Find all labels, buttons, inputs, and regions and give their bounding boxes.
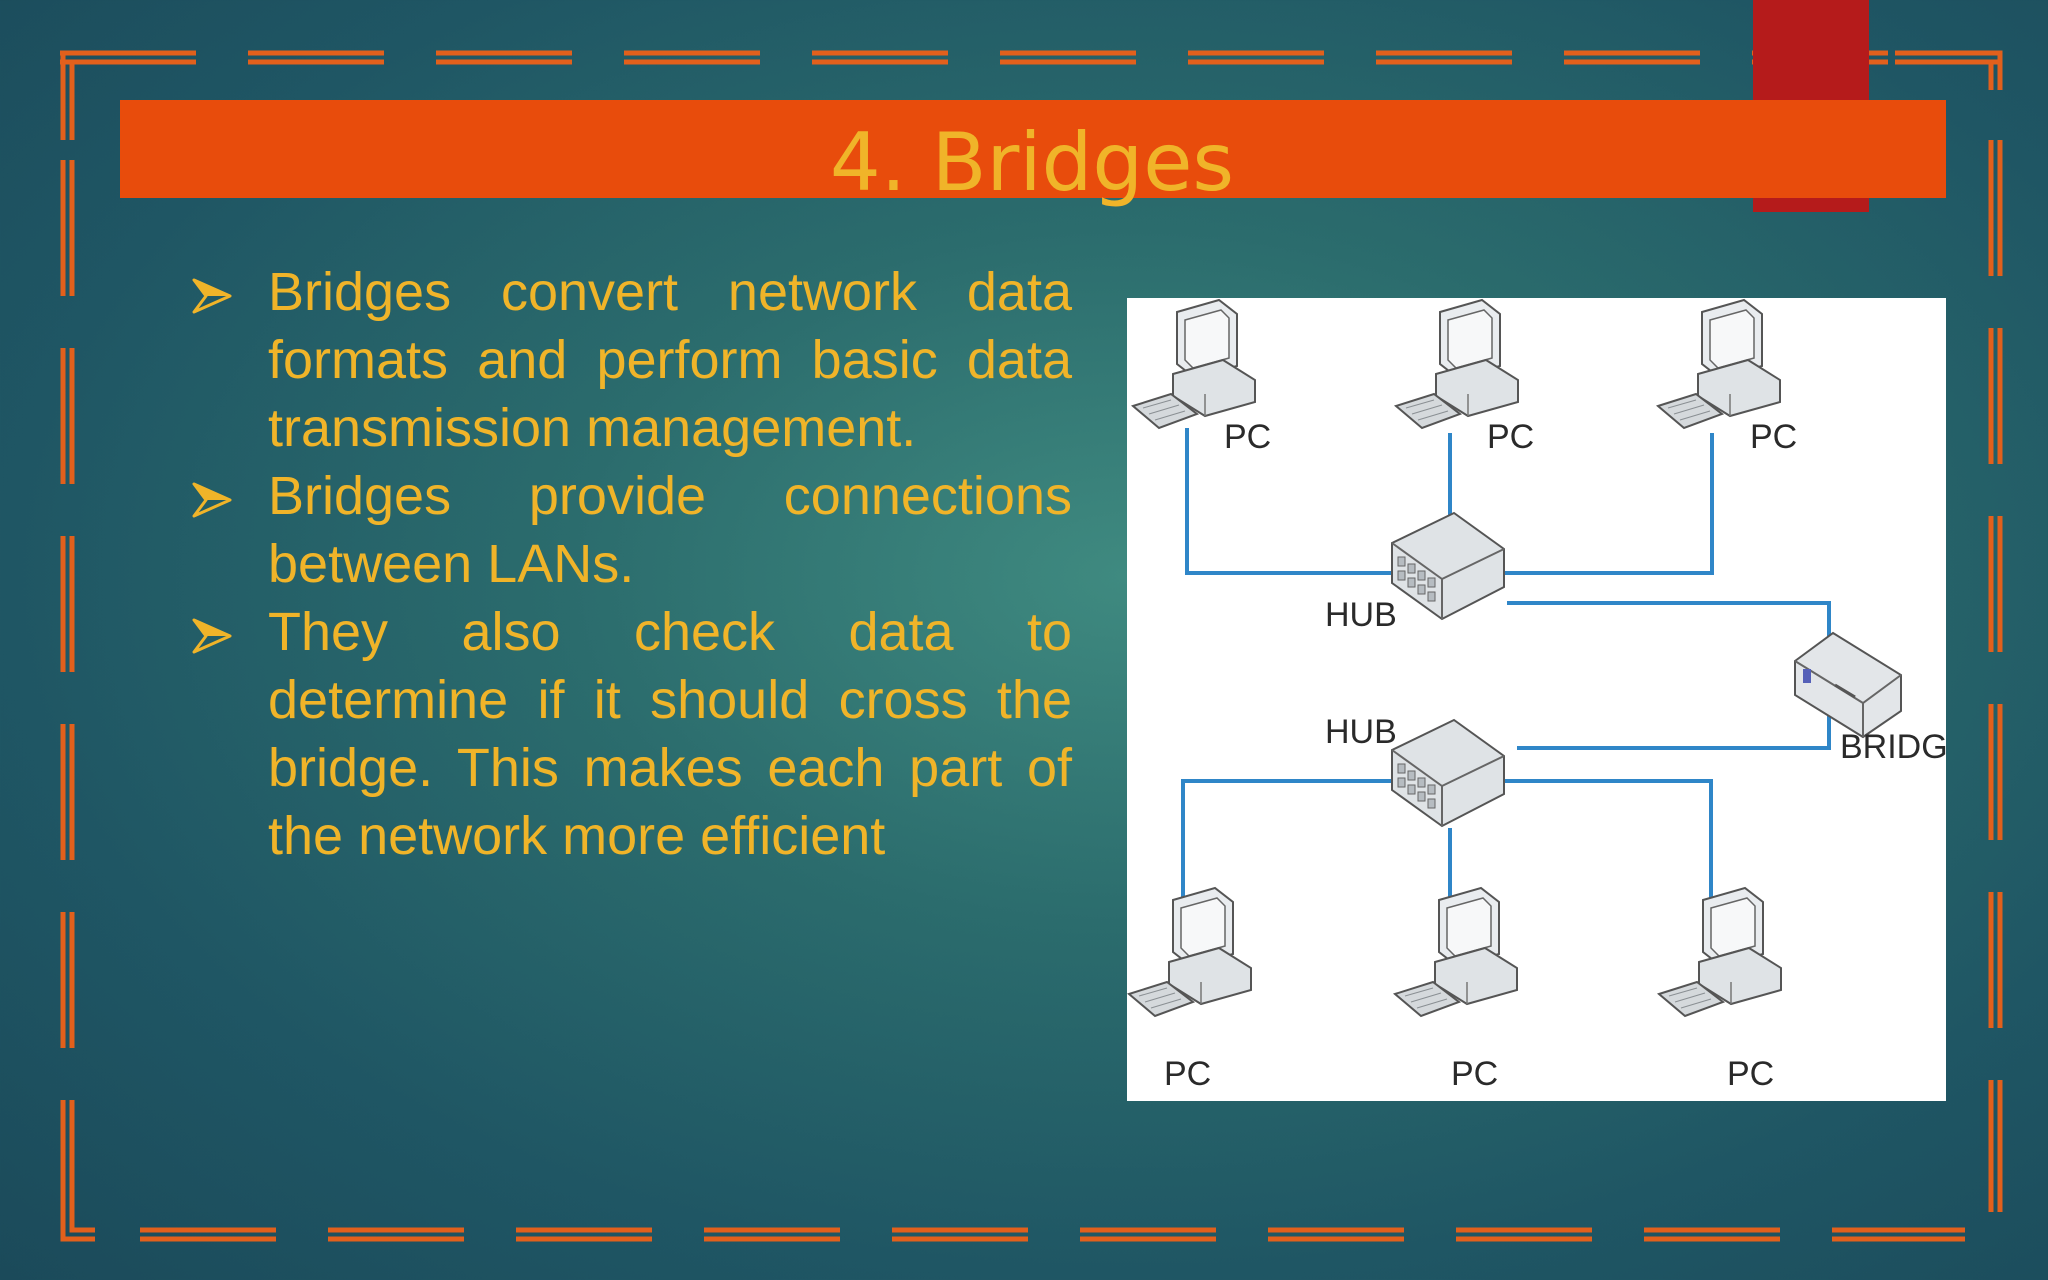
- arrowhead-bullet-icon: [192, 482, 232, 518]
- bullet-text: Bridges provide connections between LANs…: [268, 466, 1072, 594]
- pc-label: PC: [1224, 418, 1271, 456]
- hub-label: HUB: [1325, 596, 1397, 634]
- pc-label: PC: [1727, 1055, 1774, 1093]
- bridge-icon: [1794, 631, 1902, 739]
- arrowhead-bullet-icon: [192, 618, 232, 654]
- bullet-item: Bridges convert network data formats and…: [192, 258, 1072, 462]
- pc-bottom-right-icon: [1658, 887, 1782, 1017]
- pc-label: PC: [1487, 418, 1534, 456]
- pc-bottom-left-icon: [1128, 887, 1252, 1017]
- pc-top-left-icon: [1132, 299, 1256, 429]
- pc-top-mid-icon: [1395, 299, 1519, 429]
- bullet-item: They also check data to determine if it …: [192, 598, 1072, 870]
- bullet-list: Bridges convert network data formats and…: [192, 258, 1072, 870]
- bridge-label: BRIDGE: [1840, 728, 1946, 766]
- bullet-item: Bridges provide connections between LANs…: [192, 462, 1072, 598]
- hub-bottom-icon: [1391, 719, 1505, 827]
- bullet-text: Bridges convert network data formats and…: [268, 262, 1072, 458]
- arrowhead-bullet-icon: [192, 278, 232, 314]
- network-links: [1181, 428, 1831, 926]
- pc-label: PC: [1164, 1055, 1211, 1093]
- network-diagram: PC PC PC HUB HUB BRIDGE PC PC PC: [1127, 298, 1970, 1101]
- pc-top-right-icon: [1657, 299, 1781, 429]
- pc-label: PC: [1750, 418, 1797, 456]
- bullet-text: They also check data to determine if it …: [268, 602, 1072, 866]
- hub-label: HUB: [1325, 713, 1397, 751]
- pc-label: PC: [1451, 1055, 1498, 1093]
- title-bar: [120, 100, 1946, 198]
- slide-title: 4. Bridges: [829, 116, 1235, 209]
- pc-bottom-mid-icon: [1394, 887, 1518, 1017]
- hub-top-icon: [1391, 512, 1505, 620]
